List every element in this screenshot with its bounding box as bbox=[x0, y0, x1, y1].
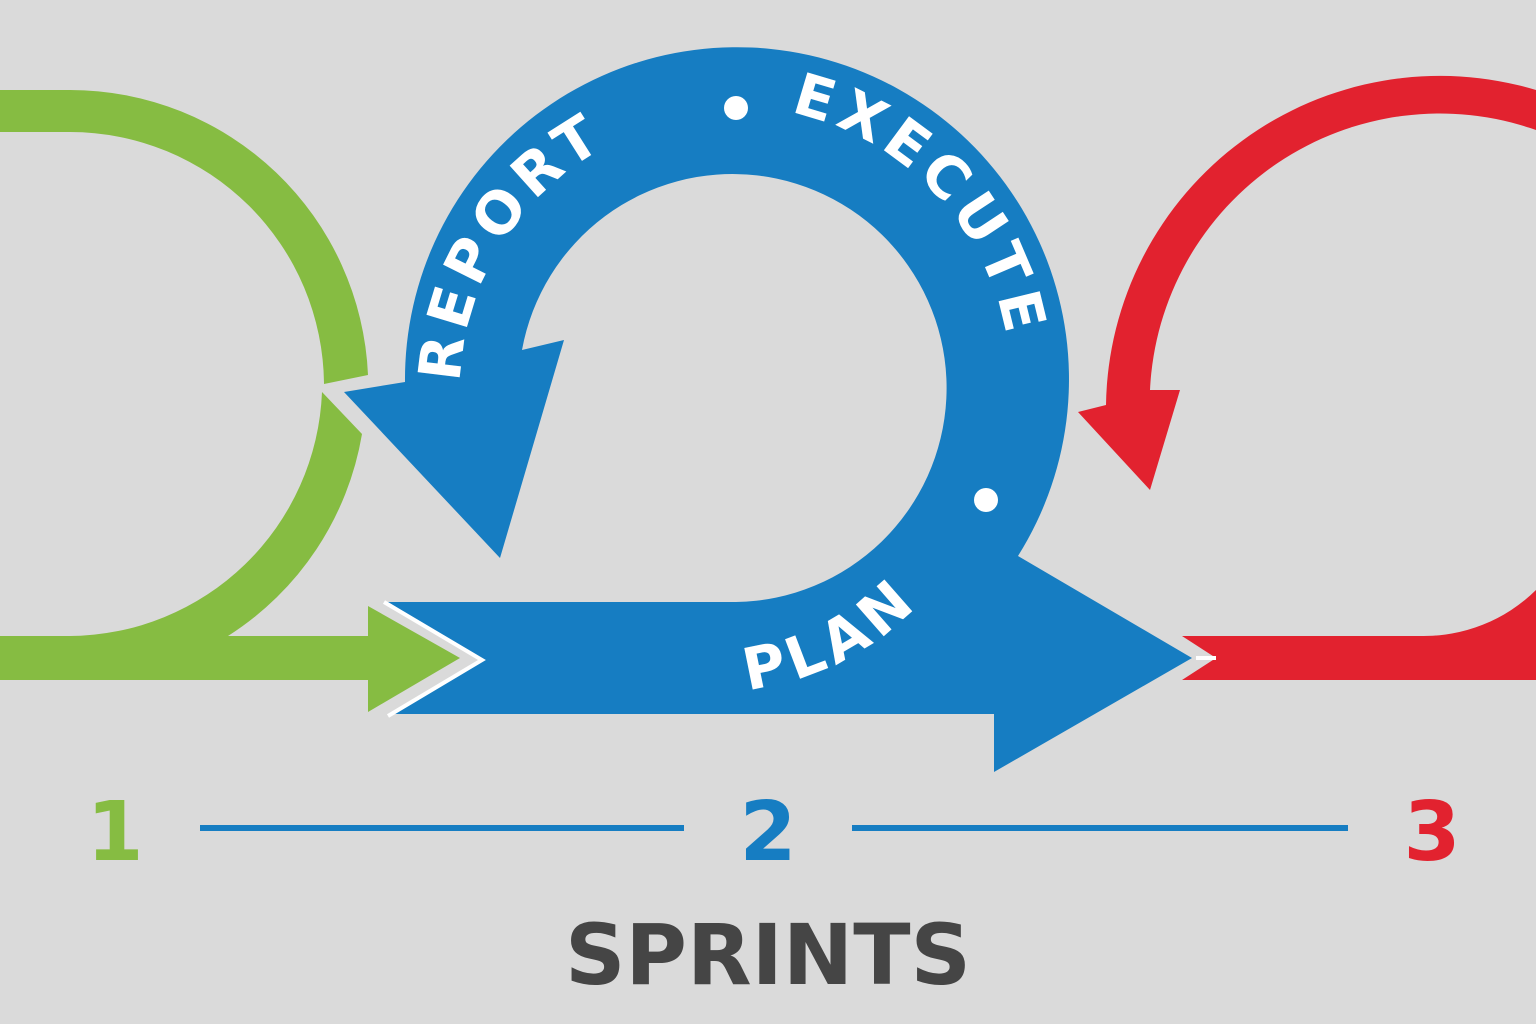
sprint-2-outline-accent bbox=[382, 600, 486, 718]
sprint-3-loop-lower-band bbox=[1182, 590, 1536, 680]
sprint-2-cycle-band bbox=[344, 47, 1192, 772]
cycle-word-execute: EXECUTE bbox=[786, 60, 1060, 344]
separator-dot-top bbox=[724, 96, 748, 120]
sprint-2-number: 2 bbox=[739, 785, 796, 880]
sprint-1-loop-band bbox=[0, 89, 368, 384]
sprint-1-loop-arrow bbox=[0, 89, 460, 712]
sprint-2-cycle-arrow bbox=[344, 47, 1216, 772]
sprint-1-loop-lower-band bbox=[0, 392, 460, 712]
sprint-3-loop-arrow bbox=[1078, 75, 1536, 680]
sprint-3-number: 3 bbox=[1403, 785, 1460, 880]
sprint-1-number: 1 bbox=[86, 785, 143, 880]
diagram-title: SPRINTS bbox=[565, 906, 971, 1004]
separator-dot-right bbox=[974, 488, 998, 512]
sprint-timeline: 1 2 3 bbox=[86, 785, 1460, 880]
sprint-3-loop-band bbox=[1078, 75, 1536, 491]
